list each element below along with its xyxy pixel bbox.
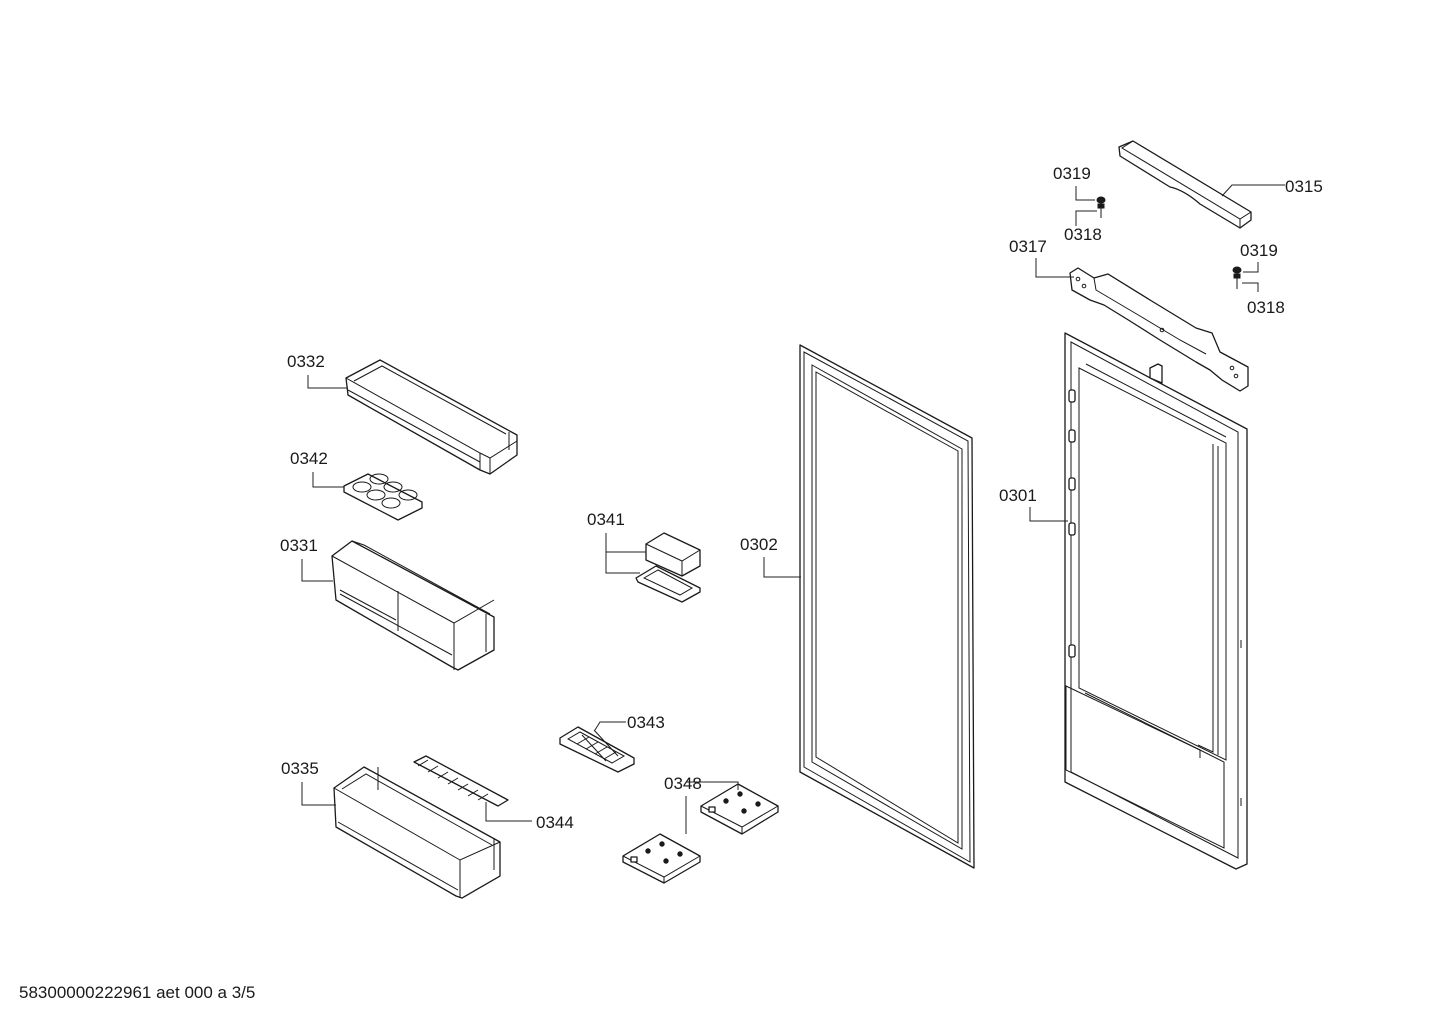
label-0341: 0341 <box>587 510 625 529</box>
part-0302-door-gasket[interactable] <box>799 344 975 869</box>
label-0348: 0348 <box>664 774 702 793</box>
label-0302: 0302 <box>740 535 778 554</box>
label-0342: 0342 <box>290 449 328 468</box>
label-0315: 0315 <box>1285 177 1323 196</box>
part-0341-small-container[interactable] <box>635 532 701 603</box>
part-0344-divider-rack[interactable] <box>413 755 509 807</box>
label-0343: 0343 <box>627 713 665 732</box>
label-0319-lower: 0319 <box>1240 241 1278 260</box>
label-0318-lower: 0318 <box>1247 298 1285 317</box>
part-0317-hinge-bracket[interactable] <box>1069 267 1249 392</box>
leader-lines <box>301 184 1285 834</box>
label-0319-upper: 0319 <box>1053 164 1091 183</box>
part-0348-cooling-pack-1[interactable] <box>622 833 701 884</box>
part-0335-large-door-shelf[interactable] <box>333 766 501 899</box>
label-0331: 0331 <box>280 536 318 555</box>
label-0335: 0335 <box>281 759 319 778</box>
part-0348-cooling-pack-2[interactable] <box>700 783 779 835</box>
part-0332-door-shelf[interactable] <box>345 359 518 475</box>
label-0317: 0317 <box>1009 237 1047 256</box>
label-0344: 0344 <box>536 813 574 832</box>
part-0318-0319-screw-set-lower[interactable] <box>1232 266 1242 289</box>
part-0315-top-cover[interactable] <box>1118 140 1252 229</box>
part-0318-0319-screw-set-upper[interactable] <box>1096 196 1106 218</box>
part-0343-ice-tray[interactable] <box>559 726 635 773</box>
part-labels: 0315 0319 0318 0317 0319 0318 0301 0302 … <box>280 164 1323 832</box>
label-0332: 0332 <box>287 352 325 371</box>
label-0318-upper: 0318 <box>1064 225 1102 244</box>
label-0301: 0301 <box>999 486 1037 505</box>
part-0301-door-panel[interactable] <box>1064 332 1248 870</box>
part-0331-covered-door-box[interactable] <box>331 540 495 671</box>
document-id-footer: 58300000222961 aet 000 a 3/5 <box>19 983 255 1002</box>
part-0342-egg-tray[interactable] <box>343 473 423 521</box>
